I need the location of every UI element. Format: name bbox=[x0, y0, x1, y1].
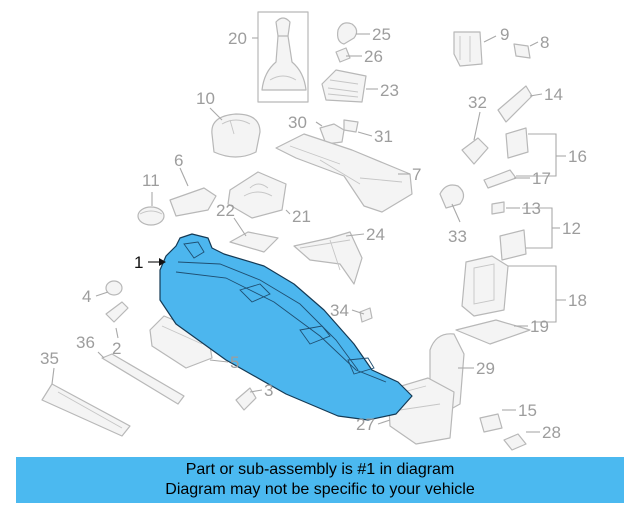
callout-35: 35 bbox=[40, 349, 59, 368]
part-36-rail[interactable] bbox=[101, 353, 185, 405]
part-33-lighter[interactable] bbox=[439, 184, 465, 209]
callout-34: 34 bbox=[330, 301, 349, 320]
banner-line-2: Diagram may not be specific to your vehi… bbox=[165, 481, 475, 498]
callout-16: 16 bbox=[568, 147, 587, 166]
part-22-bezel[interactable] bbox=[229, 231, 279, 253]
callout-30: 30 bbox=[288, 113, 307, 132]
part-32-socket[interactable] bbox=[461, 137, 489, 165]
callout-24: 24 bbox=[366, 225, 385, 244]
part-26-pin[interactable] bbox=[335, 47, 351, 63]
part-21-boot[interactable] bbox=[227, 171, 287, 219]
part-7-upper-trim[interactable] bbox=[275, 133, 413, 213]
callout-25: 25 bbox=[372, 25, 391, 44]
callout-21: 21 bbox=[292, 207, 311, 226]
callout-23: 23 bbox=[380, 81, 399, 100]
callout-18: 18 bbox=[568, 291, 587, 310]
callout-33: 33 bbox=[448, 227, 467, 246]
part-25-knob[interactable] bbox=[337, 22, 358, 45]
callout-1: 1 bbox=[134, 253, 143, 272]
callout-2: 2 bbox=[112, 339, 121, 358]
callout-22: 22 bbox=[216, 201, 235, 220]
part-16-panel[interactable] bbox=[505, 127, 529, 159]
part-6-cover[interactable] bbox=[169, 187, 217, 217]
callout-12: 12 bbox=[562, 219, 581, 238]
callout-19: 19 bbox=[530, 317, 549, 336]
part-15-pad[interactable] bbox=[479, 413, 503, 433]
info-banner: Part or sub-assembly is #1 in diagram Di… bbox=[16, 457, 624, 503]
callout-26: 26 bbox=[364, 47, 383, 66]
part-10-cup[interactable] bbox=[211, 113, 261, 158]
callout-10: 10 bbox=[196, 89, 215, 108]
part-9-bracket[interactable] bbox=[453, 31, 483, 67]
callout-29: 29 bbox=[476, 359, 495, 378]
part-19-tray[interactable] bbox=[455, 319, 531, 345]
part-2-bracket[interactable] bbox=[105, 301, 129, 323]
callout-4: 4 bbox=[82, 287, 91, 306]
callout-15: 15 bbox=[518, 401, 537, 420]
part-5-panel[interactable] bbox=[149, 315, 213, 369]
part-35-rail[interactable] bbox=[41, 383, 131, 437]
part-23-gate[interactable] bbox=[321, 69, 367, 103]
callout-27: 27 bbox=[356, 415, 375, 434]
part-34-bolt[interactable] bbox=[359, 307, 373, 323]
callout-9: 9 bbox=[500, 25, 509, 44]
part-18-bin[interactable] bbox=[461, 255, 509, 317]
part-28-clip[interactable] bbox=[503, 433, 527, 451]
callout-6: 6 bbox=[174, 151, 183, 170]
callout-labels: 1 20 25 26 23 9 8 10 30 31 7 32 14 16 17… bbox=[40, 25, 587, 442]
part-13-clip[interactable] bbox=[491, 201, 505, 215]
callout-3: 3 bbox=[264, 381, 273, 400]
part-8-clip[interactable] bbox=[513, 43, 531, 59]
banner-line-1: Part or sub-assembly is #1 in diagram bbox=[185, 461, 455, 478]
part-20-shift-boot[interactable] bbox=[257, 11, 309, 103]
part-31-clip[interactable] bbox=[343, 119, 359, 133]
part-14-bezel[interactable] bbox=[497, 85, 533, 123]
part-17-bracket[interactable] bbox=[483, 169, 517, 189]
callout-28: 28 bbox=[542, 423, 561, 442]
part-4-knob[interactable] bbox=[105, 280, 123, 296]
part-12-panel[interactable] bbox=[499, 229, 527, 261]
part-1-floor-console[interactable] bbox=[159, 233, 413, 421]
part-24-bracket[interactable] bbox=[293, 231, 363, 285]
callout-17: 17 bbox=[532, 169, 551, 188]
callout-8: 8 bbox=[540, 33, 549, 52]
part-3-clip[interactable] bbox=[235, 387, 257, 411]
part-11-damper[interactable] bbox=[137, 206, 165, 226]
callout-31: 31 bbox=[374, 127, 393, 146]
callout-36: 36 bbox=[76, 333, 95, 352]
callout-7: 7 bbox=[412, 165, 421, 184]
callout-5: 5 bbox=[230, 353, 239, 372]
callout-14: 14 bbox=[544, 85, 563, 104]
callout-11: 11 bbox=[142, 171, 160, 190]
callout-13: 13 bbox=[522, 199, 541, 218]
callout-20: 20 bbox=[228, 29, 247, 48]
leader-lines bbox=[51, 33, 566, 433]
callout-32: 32 bbox=[468, 93, 487, 112]
